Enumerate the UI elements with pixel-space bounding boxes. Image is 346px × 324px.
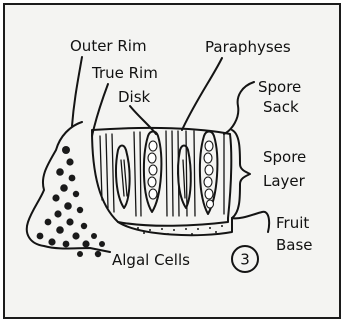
label-fruit-base-1: Fruit	[276, 214, 309, 232]
brace-spore-layer	[232, 130, 250, 218]
label-outer-rim: Outer Rim	[70, 37, 147, 55]
leader-paraphyses	[182, 58, 222, 130]
label-spore-sack-1: Spore	[258, 78, 301, 96]
leader-outer-rim	[72, 57, 82, 126]
label-spore-layer-1: Spore	[263, 148, 306, 166]
label-algal-cells: Algal Cells	[112, 251, 190, 269]
thallus-outline	[27, 122, 110, 252]
label-spore-sack-2: Sack	[263, 98, 299, 116]
label-true-rim: True Rim	[91, 64, 158, 82]
figure-number: 3	[240, 251, 250, 269]
label-disk: Disk	[118, 88, 151, 106]
label-fruit-base-2: Base	[276, 236, 313, 254]
leader-spore-sack	[224, 82, 254, 134]
leader-disk	[130, 106, 156, 134]
brace-fruit-base	[232, 212, 269, 232]
label-spore-layer-2: Layer	[263, 172, 306, 190]
label-paraphyses: Paraphyses	[205, 38, 291, 56]
